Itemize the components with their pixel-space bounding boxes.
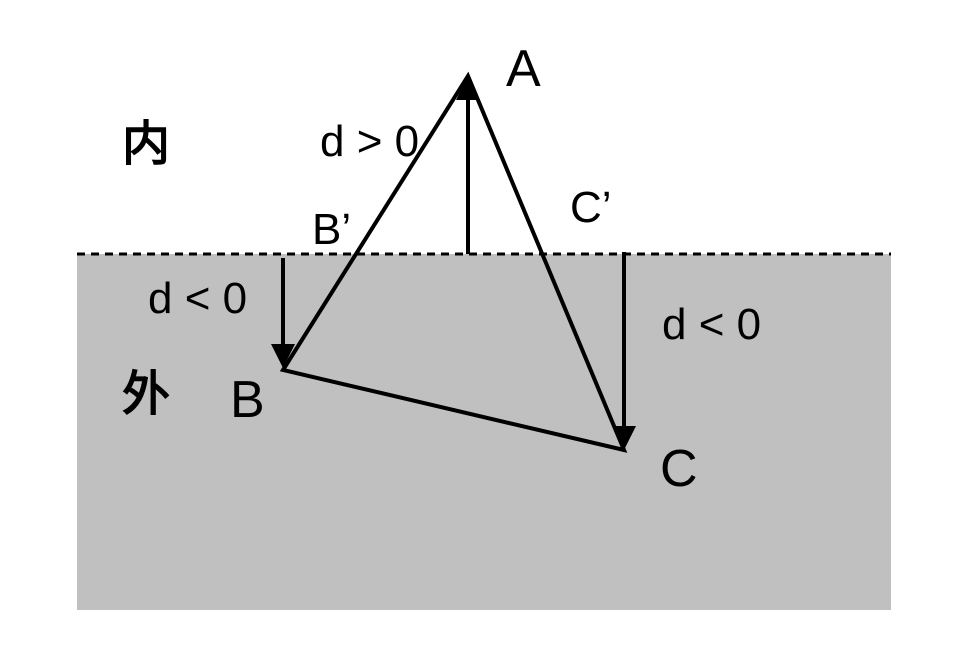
vertex-label-a: A <box>506 40 541 98</box>
vertex-label-c: C <box>660 440 698 498</box>
triangle <box>279 71 628 453</box>
vertex-label-b: B <box>230 371 265 429</box>
distance-label-a: d > 0 <box>320 117 419 166</box>
distance-label-b: d < 0 <box>148 274 247 323</box>
outside-label: 外 <box>122 366 170 422</box>
inside-label: 内 <box>122 116 170 172</box>
outside-region <box>77 254 891 610</box>
distance-label-c: d < 0 <box>662 300 761 349</box>
intersection-label-b-prime: B’ <box>312 205 351 254</box>
intersection-label-c-prime: C’ <box>570 183 612 232</box>
